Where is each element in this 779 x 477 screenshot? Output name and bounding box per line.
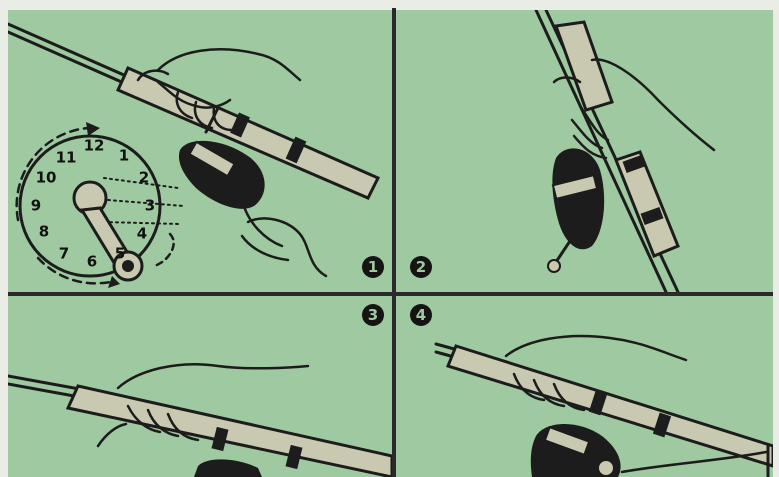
dial-number-4: 4: [137, 227, 147, 242]
panel-2-drawing: [396, 10, 773, 292]
panel-step-3: 3: [8, 296, 392, 477]
horizontal-divider: [8, 292, 773, 296]
rod: [536, 10, 678, 292]
dial-number-10: 10: [36, 171, 57, 186]
dial-number-6: 6: [87, 255, 97, 270]
step-badge-4: 4: [410, 304, 432, 326]
dial-number-9: 9: [31, 199, 41, 214]
dial-number-11: 11: [56, 151, 77, 166]
dial-number-8: 8: [39, 225, 49, 240]
spincast-reel: [179, 141, 282, 246]
dial-number-3: 3: [145, 199, 155, 214]
step-badge-2: 2: [410, 256, 432, 278]
dial-number-7: 7: [59, 247, 69, 262]
dial-number-12: 12: [84, 139, 105, 154]
dial-number-5: 5: [115, 247, 125, 262]
spincast-reel: [548, 148, 604, 272]
panel-step-4: 4: [396, 296, 773, 477]
dial-number-2: 2: [139, 171, 149, 186]
panel-3-drawing: [8, 296, 392, 477]
dial-number-1: 1: [119, 149, 129, 164]
spincast-reel: [194, 459, 262, 477]
vertical-divider: [392, 8, 396, 477]
panel-step-2: 2: [396, 10, 773, 292]
panel-step-1: 12 1 2 3 4 5 6 7 8 9 10 11 1: [8, 10, 392, 292]
step-badge-3: 3: [362, 304, 384, 326]
panel-4-drawing: [396, 296, 773, 477]
rod: [8, 376, 392, 477]
step-badge-1: 1: [362, 256, 384, 278]
